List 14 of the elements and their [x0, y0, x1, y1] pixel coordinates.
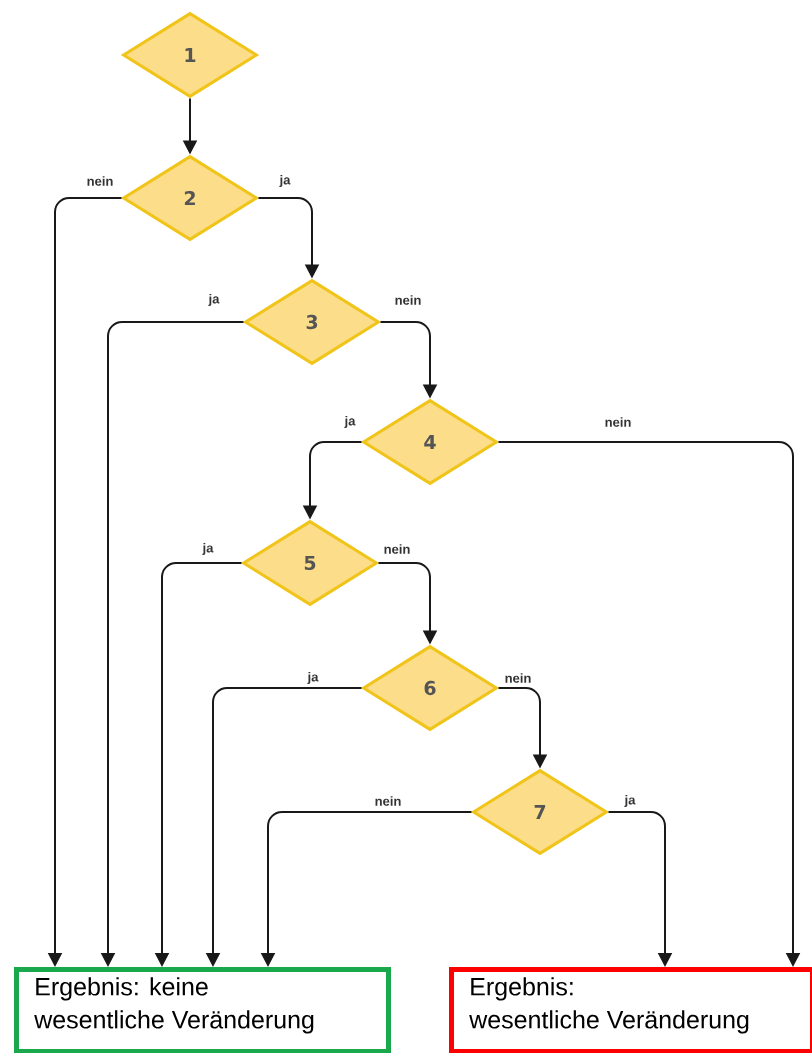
edge-label: nein — [373, 795, 403, 807]
edge-label: nein — [393, 294, 423, 306]
edge-label: nein — [603, 416, 633, 428]
edge-label: nein — [503, 672, 533, 684]
result-box: Ergebnis: wesentliche Veränderung — [449, 967, 812, 1053]
edge-label: ja — [201, 541, 215, 557]
edge-label: ja — [343, 414, 357, 430]
result-box: Ergebnis: keine wesentliche Veränderung — [14, 967, 391, 1053]
edge-label: ja — [306, 670, 320, 686]
edge-label: ja — [207, 292, 221, 308]
edge-label: ja — [278, 173, 292, 189]
edge-label: nein — [382, 543, 412, 555]
edge-label: nein — [85, 175, 115, 187]
edge-label: ja — [623, 793, 637, 809]
